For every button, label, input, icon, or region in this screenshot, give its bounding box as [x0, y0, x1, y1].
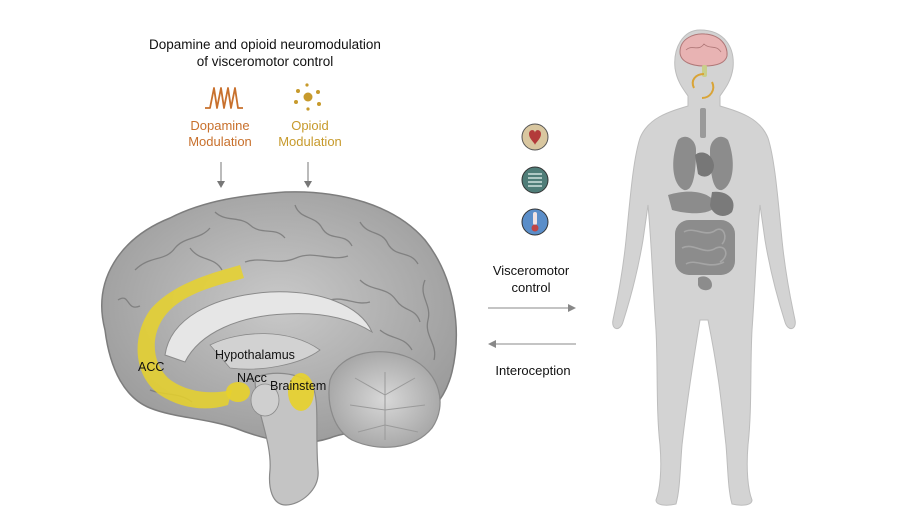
dopamine-label-line1: Dopamine [190, 118, 250, 133]
opioid-down-arrow [304, 162, 312, 188]
human-body-illustration [612, 29, 796, 506]
opioid-dots-icon [294, 83, 321, 111]
visceromotor-arrow [488, 304, 576, 312]
visceromotor-label: Visceromotor control [476, 262, 586, 296]
brain-illustration [101, 191, 457, 506]
title-line-1: Dopamine and opioid neuromodulation [149, 37, 381, 52]
visceromotor-label-line2: control [511, 280, 551, 295]
interoception-label: Interoception [495, 363, 571, 378]
heart-icon [521, 123, 549, 151]
acc-highlight [137, 265, 244, 409]
opioid-label-line1: Opioid [291, 118, 329, 133]
opioid-label-line2: Modulation [278, 134, 342, 149]
title-line-2: of visceromotor control [196, 54, 334, 69]
acc-label: ACC [138, 360, 165, 374]
hypothalamus-label: Hypothalamus [215, 348, 295, 362]
visceromotor-label-line1: Visceromotor [492, 263, 570, 278]
figure-title: Dopamine and opioid neuromodulation of v… [120, 36, 410, 70]
dopamine-label-line2: Modulation [188, 134, 252, 149]
opioid-label: Opioid Modulation [260, 118, 360, 150]
interoception-arrow [488, 340, 576, 348]
intestine-icon [521, 166, 549, 194]
nacc-label: NAcc [237, 371, 267, 385]
thermometer-icon [521, 208, 549, 236]
dopamine-label: Dopamine Modulation [170, 118, 270, 150]
dopamine-down-arrow [217, 162, 225, 188]
dopamine-wave-icon [205, 87, 243, 109]
brainstem-highlight [288, 373, 314, 411]
brainstem-label: Brainstem [270, 379, 327, 393]
nacc-highlight [226, 382, 250, 402]
